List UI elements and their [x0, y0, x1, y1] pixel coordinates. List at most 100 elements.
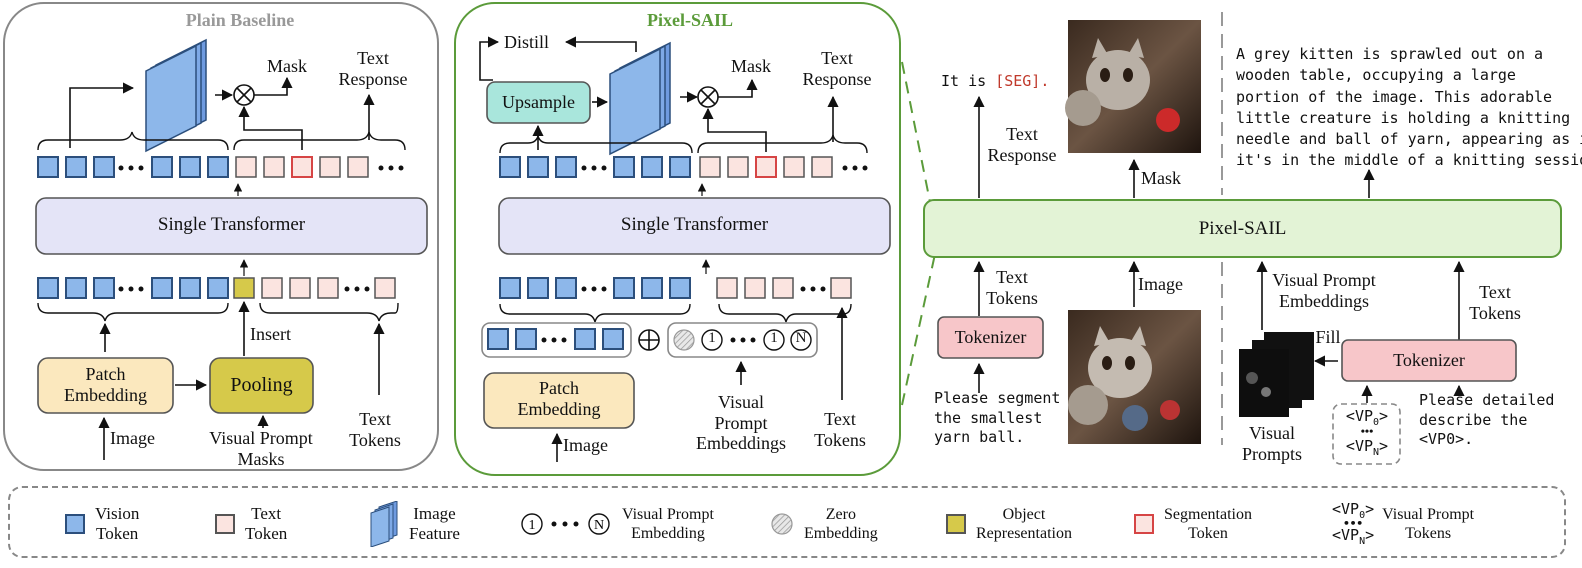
diagram-canvas [3, 2, 1562, 476]
top-token-row [37, 156, 404, 178]
single-transformer-box [35, 197, 428, 255]
vp-last-index: N [795, 330, 807, 346]
patch-embedding-box-2 [483, 372, 635, 429]
single-transformer-box-2 [498, 197, 891, 255]
text-response-label-2: Text Response [802, 48, 872, 89]
text-tokens-label-2: Text Tokens [814, 409, 866, 450]
vp0-sub: 0 [1373, 417, 1380, 428]
seg-token-text: [SEG]. [995, 72, 1050, 90]
legend-label: Visual Prompt Embedding [622, 505, 714, 542]
legend-text-token: Text Token [215, 488, 287, 560]
vpn-token: <VPN> [1345, 437, 1389, 458]
legend-vision-token: Vision Token [65, 488, 139, 560]
legend-label: Zero Embedding [804, 505, 878, 542]
pixel-sail-label: Pixel-SAIL [1198, 218, 1287, 239]
svg-text:N: N [594, 518, 604, 533]
legend-label: Object Representation [976, 505, 1072, 542]
object-representation-icon [946, 514, 966, 534]
patch-embedding-box [37, 357, 174, 414]
tokenizer-label-left: Tokenizer [954, 327, 1027, 347]
legend-label: Image Feature [409, 503, 460, 543]
bottom-token-row-2 [499, 277, 852, 299]
kitten-image-top [1065, 20, 1201, 153]
pixel-sail-panel [454, 2, 901, 476]
text-token-icon [215, 514, 235, 534]
image-feature-stack-2 [609, 41, 671, 156]
tokenizer-box-right [1341, 339, 1517, 382]
legend-vp0-prefix: <VP [1332, 500, 1360, 518]
single-transformer-label-2: Single Transformer [620, 214, 769, 235]
patch-embedding-label-2: Patch Embedding [517, 378, 601, 419]
legend-label: Vision Token [95, 503, 140, 543]
kitten-image-bottom [1068, 310, 1201, 444]
legend-segmentation-token: Segmentation Token [1134, 488, 1252, 560]
text-response-label-3: Text Response [987, 124, 1057, 165]
text-tokens-label: Text Tokens [349, 409, 401, 450]
text-response-label: Text Response [338, 48, 408, 89]
segmentation-token-icon [1134, 514, 1154, 534]
prompt-right: Please detailed describe the <VP0>. [1419, 391, 1555, 448]
pooling-label: Pooling [230, 374, 293, 396]
visual-prompt-tokens-icon: <VP0> ••• <VPN> [1332, 500, 1375, 547]
vpn-sub: N [1373, 447, 1380, 458]
fill-label: Fill [1315, 327, 1341, 347]
mask-label-2: Mask [731, 56, 771, 76]
vision-token-icon [65, 514, 85, 534]
image-label-2: Image [563, 435, 608, 455]
vp-dots: ••• [1360, 424, 1374, 438]
visual-prompt-masks-label: Visual Prompt Masks [209, 428, 313, 469]
image-label-3: Image [1138, 274, 1183, 294]
tokenizer-label-right: Tokenizer [1393, 350, 1465, 370]
image-feature-icon [370, 501, 398, 547]
patch-embedding-label: Patch Embedding [64, 364, 147, 405]
vp-first-index: 1 [708, 330, 716, 346]
visual-prompts-stack [1239, 332, 1314, 417]
plain-baseline-title: Plain Baseline [185, 10, 295, 30]
caption-output: A grey kitten is sprawled out on a woode… [1236, 45, 1582, 170]
legend-vpn-prefix: <VP [1332, 526, 1360, 544]
pixel-sail-title: Pixel-SAIL [646, 10, 733, 30]
legend-vpn-sub: N [1359, 536, 1366, 547]
legend: Vision Token Text Token Image Feature 1 … [8, 486, 1566, 558]
top-token-row-2 [499, 156, 868, 178]
inference-examples [923, 12, 1562, 465]
visual-prompt-embeddings-label-2: Visual Prompt Embeddings [1272, 270, 1376, 311]
upsample-label: Upsample [502, 92, 575, 112]
mask-label: Mask [267, 56, 307, 76]
single-transformer-label: Single Transformer [157, 214, 306, 235]
legend-zero-embedding: Zero Embedding [770, 488, 878, 560]
zero-embedding-icon [673, 329, 695, 351]
distill-label: Distill [504, 32, 550, 52]
plain-baseline-panel [3, 2, 439, 471]
image-label: Image [110, 428, 155, 448]
legend-label: Visual Prompt Tokens [1382, 505, 1475, 542]
upsample-box [486, 81, 591, 124]
bottom-token-row [37, 277, 396, 299]
pooling-box [209, 357, 314, 414]
prompt-left: Please segment the smallest yarn ball. [934, 389, 1061, 446]
visual-prompts-label: Visual Prompts [1241, 423, 1302, 464]
seg-output: It is [SEG]. [941, 72, 1071, 90]
legend-visual-prompt-embedding: 1 N Visual Prompt Embedding [520, 488, 714, 560]
pixel-sail-box [923, 199, 1562, 258]
seg-output-prefix: It is [941, 72, 996, 90]
vpn-prefix: <VP [1345, 437, 1374, 455]
text-tokens-label-4: Text Tokens [1469, 282, 1521, 323]
legend-vp0-sub: 0 [1359, 510, 1366, 521]
legend-visual-prompt-tokens: <VP0> ••• <VPN> Visual Prompt Tokens [1332, 488, 1474, 560]
visual-prompt-embeddings-label: Visual Prompt Embeddings [696, 392, 786, 454]
tokenizer-box-left [937, 316, 1044, 359]
legend-label: Text Token [245, 503, 288, 543]
visual-prompt-embedding-icon: 1 N [521, 513, 610, 535]
vp0-prefix: <VP [1345, 407, 1374, 425]
vp0-token: <VP0> [1345, 407, 1389, 428]
text-tokens-label-3: Text Tokens [986, 267, 1038, 308]
svg-text:1: 1 [529, 518, 536, 533]
zero-embedding-legend-icon [771, 513, 793, 535]
insert-label: Insert [250, 324, 291, 344]
image-feature-stack [145, 38, 207, 153]
legend-object-representation: Object Representation [946, 488, 1072, 560]
legend-label: Segmentation Token [1164, 505, 1252, 542]
mask-label-3: Mask [1141, 168, 1181, 188]
